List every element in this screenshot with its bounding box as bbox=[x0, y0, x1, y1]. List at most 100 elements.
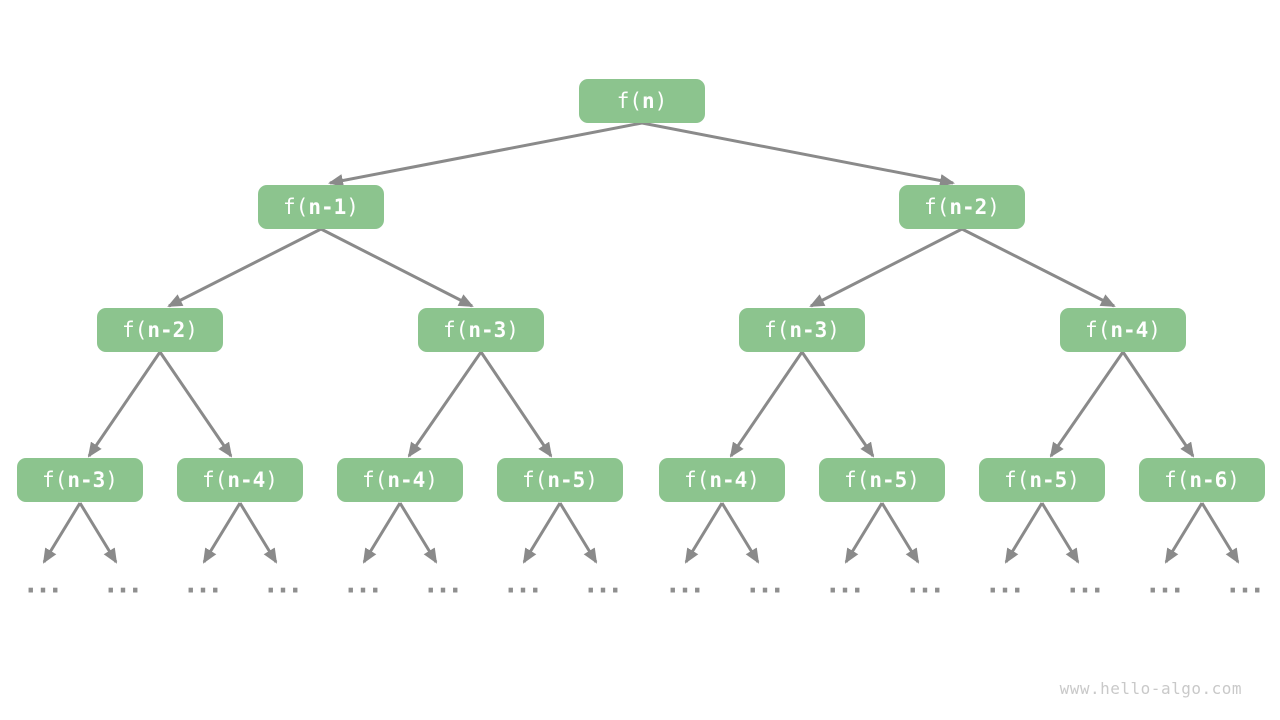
edge-arrow bbox=[320, 227, 474, 308]
watermark: www.hello-algo.com bbox=[1059, 679, 1242, 698]
edge-arrow bbox=[880, 502, 920, 564]
ellipsis-leaf: ... bbox=[744, 568, 786, 600]
node-label-prefix: f( bbox=[1164, 468, 1190, 492]
node-label-suffix: ) bbox=[1148, 318, 1161, 342]
node-label-argument: n-1 bbox=[308, 195, 347, 219]
node-label-prefix: f( bbox=[522, 468, 548, 492]
ellipsis-leaf: ... bbox=[422, 568, 464, 600]
ellipsis-leaf: ... bbox=[22, 568, 64, 600]
node-label-prefix: f( bbox=[684, 468, 710, 492]
tree-node: f(n-4) bbox=[177, 458, 303, 502]
node-label-argument: n-4 bbox=[1110, 318, 1149, 342]
edge-arrow bbox=[720, 502, 760, 564]
edge-arrow bbox=[362, 502, 402, 564]
tree-node: f(n-3) bbox=[17, 458, 143, 502]
node-label-suffix: ) bbox=[346, 195, 359, 219]
edge-arrow bbox=[522, 502, 562, 564]
node-label-argument: n-3 bbox=[789, 318, 828, 342]
node-label-prefix: f( bbox=[202, 468, 228, 492]
tree-node: f(n-5) bbox=[979, 458, 1105, 502]
node-label-prefix: f( bbox=[616, 89, 642, 113]
edge-arrow bbox=[78, 502, 118, 564]
edge-arrow bbox=[729, 351, 804, 458]
node-label-prefix: f( bbox=[1085, 318, 1111, 342]
edge-arrow bbox=[558, 502, 598, 564]
ellipsis-leaf: ... bbox=[664, 568, 706, 600]
edge-arrow bbox=[641, 121, 955, 187]
ellipsis-leaf: ... bbox=[824, 568, 866, 600]
tree-node: f(n-6) bbox=[1139, 458, 1265, 502]
node-label-suffix: ) bbox=[425, 468, 438, 492]
node-label-argument: n-5 bbox=[1029, 468, 1068, 492]
node-label-argument: n-5 bbox=[869, 468, 908, 492]
edge-arrow bbox=[407, 351, 483, 458]
tree-node: f(n-2) bbox=[899, 185, 1025, 229]
node-label-suffix: ) bbox=[987, 195, 1000, 219]
node-label-suffix: ) bbox=[747, 468, 760, 492]
node-label-prefix: f( bbox=[283, 195, 309, 219]
ellipsis-leaf: ... bbox=[984, 568, 1026, 600]
edge-arrow bbox=[202, 502, 242, 564]
node-label-suffix: ) bbox=[1227, 468, 1240, 492]
edge-arrow bbox=[398, 502, 438, 564]
ellipsis-leaf: ... bbox=[502, 568, 544, 600]
node-label-suffix: ) bbox=[654, 89, 668, 113]
edge-arrow bbox=[238, 502, 278, 564]
tree-node: f(n-4) bbox=[337, 458, 463, 502]
tree-node: f(n) bbox=[579, 79, 705, 123]
node-label-prefix: f( bbox=[924, 195, 950, 219]
ellipsis-leaf: ... bbox=[182, 568, 224, 600]
node-label-suffix: ) bbox=[506, 318, 519, 342]
tree-node: f(n-5) bbox=[497, 458, 623, 502]
edge-arrow bbox=[158, 351, 233, 458]
ellipsis-leaf: ... bbox=[262, 568, 304, 600]
edge-arrow bbox=[1049, 351, 1125, 458]
node-label-prefix: f( bbox=[42, 468, 68, 492]
edge-arrow bbox=[684, 502, 724, 564]
tree-node: f(n-3) bbox=[739, 308, 865, 352]
tree-node: f(n-4) bbox=[1060, 308, 1186, 352]
edge-arrow bbox=[844, 502, 884, 564]
node-label-argument: n-3 bbox=[468, 318, 507, 342]
tree-node: f(n-3) bbox=[418, 308, 544, 352]
tree-node: f(n-5) bbox=[819, 458, 945, 502]
node-label-suffix: ) bbox=[105, 468, 118, 492]
node-label-suffix: ) bbox=[265, 468, 278, 492]
ellipsis-leaf: ... bbox=[904, 568, 946, 600]
node-label-suffix: ) bbox=[1067, 468, 1080, 492]
edge-arrow bbox=[800, 351, 875, 458]
node-label-prefix: f( bbox=[844, 468, 870, 492]
tree-node: f(n-2) bbox=[97, 308, 223, 352]
ellipsis-leaf: ... bbox=[102, 568, 144, 600]
edge-arrow bbox=[1164, 502, 1204, 564]
tree-node: f(n-1) bbox=[258, 185, 384, 229]
node-label-prefix: f( bbox=[764, 318, 790, 342]
ellipsis-leaf: ... bbox=[1144, 568, 1186, 600]
edge-arrow bbox=[1004, 502, 1044, 564]
node-label-prefix: f( bbox=[1004, 468, 1030, 492]
node-label-argument: n-2 bbox=[147, 318, 186, 342]
node-label-prefix: f( bbox=[122, 318, 148, 342]
edge-arrow bbox=[961, 227, 1116, 308]
edge-arrow bbox=[479, 351, 553, 458]
edge-arrow bbox=[328, 121, 643, 187]
ellipsis-leaf: ... bbox=[582, 568, 624, 600]
edge-arrow bbox=[167, 227, 322, 308]
node-label-argument: n-5 bbox=[547, 468, 586, 492]
edge-arrow bbox=[42, 502, 82, 564]
node-label-prefix: f( bbox=[362, 468, 388, 492]
edge-arrow bbox=[87, 351, 162, 458]
node-label-suffix: ) bbox=[827, 318, 840, 342]
ellipsis-leaf: ... bbox=[342, 568, 384, 600]
node-label-argument: n-4 bbox=[709, 468, 748, 492]
node-label-suffix: ) bbox=[907, 468, 920, 492]
node-label-prefix: f( bbox=[443, 318, 469, 342]
edge-arrow bbox=[1200, 502, 1240, 564]
edge-arrow bbox=[809, 227, 963, 308]
ellipsis-leaf: ... bbox=[1224, 568, 1266, 600]
ellipsis-leaf: ... bbox=[1064, 568, 1106, 600]
node-label-suffix: ) bbox=[585, 468, 598, 492]
node-label-argument: n-3 bbox=[67, 468, 106, 492]
